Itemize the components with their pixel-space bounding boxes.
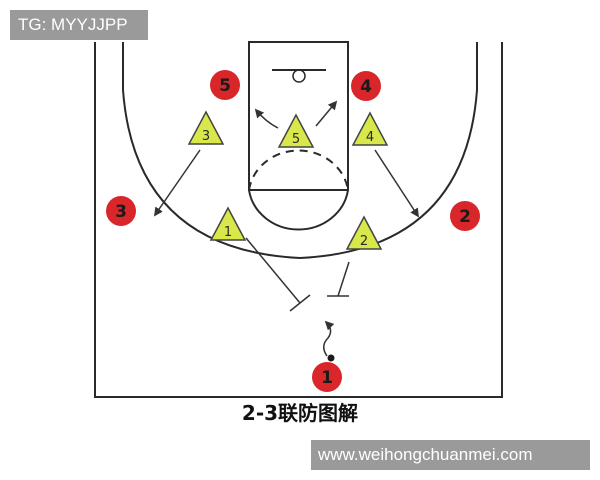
- offense-player-4-label: 4: [360, 77, 372, 97]
- defense-player-2-label: 2: [360, 234, 368, 249]
- offense-player-3: 3: [106, 196, 136, 226]
- three-point-line: [122, 42, 478, 260]
- offense-player-2-label: 2: [459, 207, 471, 227]
- diagram-caption: 2-3联防图解: [241, 401, 359, 425]
- defense-player-1: 1: [209, 206, 247, 241]
- arrow-d5-right: [315, 100, 338, 127]
- screen-cap-d1: [289, 294, 311, 312]
- movement-arrows: [153, 100, 419, 218]
- offense-player-2: 2: [450, 201, 480, 231]
- basket-hoop: [292, 69, 306, 83]
- offense-player-5-label: 5: [219, 76, 231, 96]
- screen-line-d1: [245, 237, 301, 304]
- offense-player-1-label: 1: [321, 368, 333, 388]
- arrow-d5-left: [254, 108, 279, 129]
- watermark-tag: TG: MYYJJPP: [10, 10, 148, 40]
- paint-lane: [248, 41, 349, 191]
- defense-player-4-label: 4: [366, 130, 374, 145]
- arrow-d4-to-o2: [374, 149, 419, 218]
- defense-player-3-label: 3: [202, 129, 210, 144]
- watermark-url: www.weihongchuanmei.com: [311, 440, 590, 470]
- dribble-path: [323, 320, 335, 357]
- defense-player-5-label: 5: [292, 132, 300, 147]
- defense-player-1-label: 1: [224, 225, 232, 240]
- defense-player-3: 3: [187, 110, 225, 145]
- screen-lines: [245, 237, 350, 357]
- offense-player-4: 4: [351, 71, 381, 101]
- free-throw-circle-top: [248, 149, 349, 191]
- court-boundary: [94, 42, 503, 398]
- defense-player-4: 4: [351, 111, 389, 146]
- defense-player-2: 2: [345, 215, 383, 250]
- court-lines: [94, 41, 503, 398]
- offense-player-5: 5: [210, 70, 240, 100]
- arrow-d3-to-o3: [153, 149, 201, 217]
- offense-player-3-label: 3: [115, 202, 127, 222]
- defense-player-5: 5: [277, 113, 315, 148]
- screen-line-d2: [337, 261, 350, 297]
- offense-player-1: 1: [312, 354, 342, 392]
- free-throw-circle-bottom: [248, 189, 349, 231]
